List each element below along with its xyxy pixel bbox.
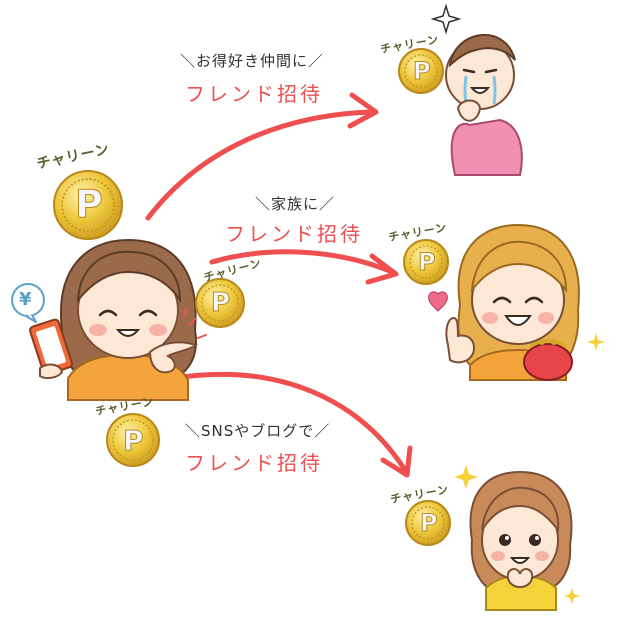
sparkle-icon (564, 588, 580, 604)
crying-woman-illustration (445, 34, 523, 176)
excited-woman-illustration (469, 470, 573, 611)
sparkle-icon (587, 333, 605, 351)
coin-icon (106, 413, 160, 467)
arrowhead-sns-icon (380, 445, 413, 478)
coin-icon (53, 170, 123, 240)
coin-letter: P (418, 248, 437, 277)
caption-sns: ＼SNSやブログで／ (185, 422, 331, 440)
coin-letter: P (210, 288, 231, 319)
coin-letter: P (413, 57, 432, 86)
sparkle-icon (454, 465, 478, 489)
invite-label-family: フレンド招待 (225, 222, 363, 246)
coin-letter: P (123, 424, 145, 458)
invite-label-friends: フレンド招待 (185, 82, 323, 106)
coin-letter: P (75, 182, 104, 227)
arrowhead-family-icon (365, 253, 399, 285)
arrowhead-friends-icon (347, 92, 379, 129)
yen-symbol: ¥ (19, 289, 32, 310)
coin-letter: P (420, 509, 439, 538)
arrow-to-family (209, 249, 395, 275)
coin-icon (403, 239, 449, 285)
purse-icon (523, 339, 573, 381)
smartphone-icon (29, 318, 73, 380)
sparkle-icon (430, 3, 462, 35)
heart-icon (428, 291, 448, 312)
coin-icon (398, 48, 444, 94)
coin-icon (195, 278, 245, 328)
arrow-to-sns (172, 371, 408, 473)
caption-family: ＼家族に／ (255, 195, 336, 213)
caption-friends: ＼お得好き仲間に／ (180, 52, 325, 70)
invite-label-sns: フレンド招待 (185, 451, 323, 475)
yen-bubble-icon (11, 283, 45, 323)
happy-woman-illustration (445, 223, 580, 381)
main-woman-illustration (60, 238, 207, 401)
arrow-to-friends (145, 109, 375, 221)
coin-icon (405, 500, 451, 546)
